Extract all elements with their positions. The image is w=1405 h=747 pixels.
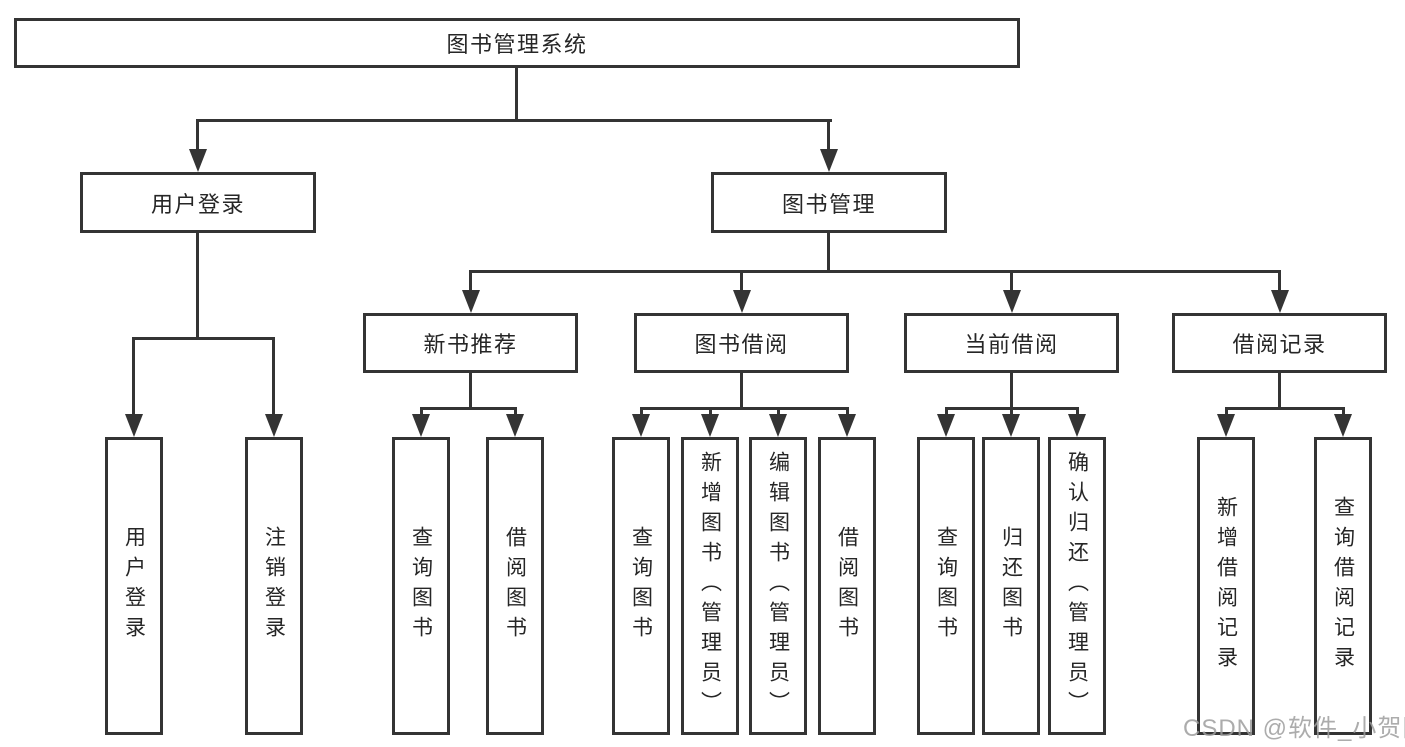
leaf-label: 编辑图书（管理员）	[766, 451, 790, 721]
connector-stem	[640, 407, 643, 417]
connector-stem	[1076, 407, 1079, 417]
arrow-down-icon	[1068, 414, 1086, 437]
connector-stem	[514, 407, 517, 417]
node-label: 图书借阅	[694, 332, 789, 357]
arrow-down-icon	[1271, 290, 1289, 313]
node-new-book-recommend: 新书推荐	[363, 313, 578, 373]
connector-stem	[709, 407, 712, 417]
arrow-down-icon	[820, 149, 838, 172]
connector-stem	[827, 231, 830, 273]
connector-level3-hline	[469, 270, 1281, 273]
leaf-return-book: 归还图书	[982, 437, 1040, 735]
node-current-borrowing: 当前借阅	[904, 313, 1119, 373]
leaf-add-borrow-record: 新增借阅记录	[1197, 437, 1255, 735]
arrow-down-icon	[733, 290, 751, 313]
connector-hline	[640, 407, 849, 410]
connector-stem	[1010, 372, 1013, 410]
leaf-query-book-borrowing: 查询图书	[612, 437, 670, 735]
leaf-label: 查询图书	[934, 526, 958, 646]
leaf-label: 查询图书	[409, 526, 433, 646]
node-label: 新书推荐	[423, 332, 518, 357]
node-borrowing-records: 借阅记录	[1172, 313, 1387, 373]
connector-stem	[1010, 270, 1013, 292]
arrow-down-icon	[125, 414, 143, 437]
node-label: 用户登录	[150, 191, 245, 217]
connector-stem	[272, 337, 275, 416]
connector-stem	[1010, 407, 1013, 417]
node-label: 当前借阅	[964, 332, 1059, 357]
node-label: 借阅记录	[1232, 332, 1327, 357]
connector-stem	[945, 407, 948, 417]
leaf-query-book-current: 查询图书	[917, 437, 975, 735]
arrow-down-icon	[1334, 414, 1352, 437]
leaf-label: 借阅图书	[503, 526, 527, 646]
arrow-down-icon	[462, 290, 480, 313]
arrow-down-icon	[1003, 290, 1021, 313]
connector-hline	[132, 337, 275, 340]
arrow-down-icon	[701, 414, 719, 437]
leaf-add-book-admin: 新增图书（管理员）	[681, 437, 739, 735]
leaf-borrow-book: 借阅图书	[818, 437, 876, 735]
arrow-down-icon	[838, 414, 856, 437]
leaf-query-book-recommend: 查询图书	[392, 437, 450, 735]
connector-stem	[827, 119, 830, 152]
leaf-edit-book-admin: 编辑图书（管理员）	[749, 437, 807, 735]
connector-stem	[740, 270, 743, 292]
connector-stem	[469, 270, 472, 292]
connector-root-stem	[515, 68, 518, 122]
node-label: 图书管理	[781, 191, 876, 217]
connector-stem	[1225, 407, 1228, 417]
arrow-down-icon	[769, 414, 787, 437]
leaf-user-login: 用户登录	[105, 437, 163, 735]
connector-stem	[846, 407, 849, 417]
leaf-label: 查询借阅记录	[1331, 496, 1355, 676]
leaf-label: 确认归还（管理员）	[1065, 451, 1089, 721]
connector-stem	[1278, 270, 1281, 292]
leaf-logout-login: 注销登录	[245, 437, 303, 735]
connector-stem	[196, 119, 199, 152]
node-book-management: 图书管理	[711, 172, 947, 233]
leaf-label: 新增图书（管理员）	[698, 451, 722, 721]
node-label: 图书管理系统	[446, 32, 588, 57]
leaf-label: 注销登录	[262, 526, 286, 646]
leaf-label: 新增借阅记录	[1214, 496, 1238, 676]
leaf-confirm-return-admin: 确认归还（管理员）	[1048, 437, 1106, 735]
node-user-login: 用户登录	[80, 172, 316, 233]
leaf-query-borrow-record: 查询借阅记录	[1314, 437, 1372, 735]
connector-hline	[1225, 407, 1345, 410]
node-book-borrowing: 图书借阅	[634, 313, 849, 373]
arrow-down-icon	[189, 149, 207, 172]
connector-stem	[740, 372, 743, 410]
arrow-down-icon	[506, 414, 524, 437]
arrow-down-icon	[632, 414, 650, 437]
connector-stem	[469, 372, 472, 410]
leaf-label: 借阅图书	[835, 526, 859, 646]
connector-stem	[777, 407, 780, 417]
connector-stem	[196, 231, 199, 340]
connector-stem	[420, 407, 423, 417]
connector-level2-hline	[196, 119, 832, 122]
connector-stem	[1278, 372, 1281, 410]
arrow-down-icon	[937, 414, 955, 437]
arrow-down-icon	[412, 414, 430, 437]
arrow-down-icon	[1217, 414, 1235, 437]
node-root-library-system: 图书管理系统	[14, 18, 1020, 68]
csdn-watermark: CSDN @软件_小贺同学	[1183, 715, 1405, 742]
connector-stem	[132, 337, 135, 416]
connector-stem	[1342, 407, 1345, 417]
leaf-label: 用户登录	[122, 526, 146, 646]
arrow-down-icon	[1002, 414, 1020, 437]
leaf-label: 归还图书	[999, 526, 1023, 646]
leaf-borrow-book-recommend: 借阅图书	[486, 437, 544, 735]
connector-hline	[420, 407, 517, 410]
leaf-label: 查询图书	[629, 526, 653, 646]
arrow-down-icon	[265, 414, 283, 437]
